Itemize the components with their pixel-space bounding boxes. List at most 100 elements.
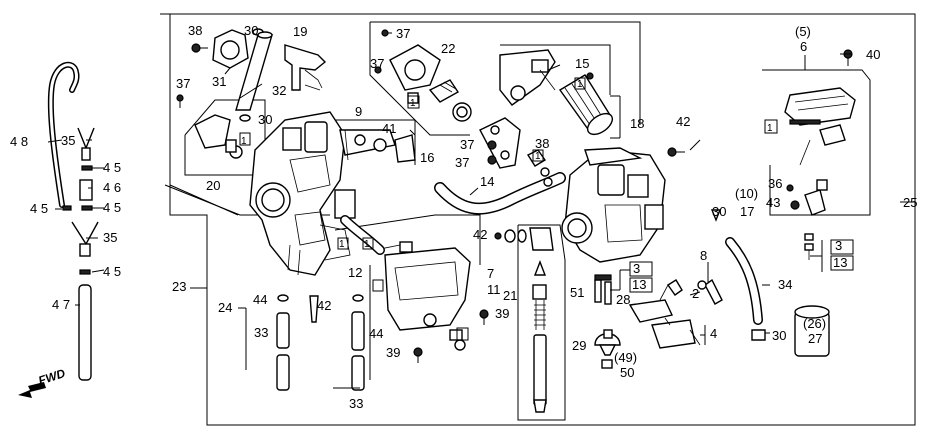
- label-15: 15: [575, 56, 589, 71]
- label-14: 14: [480, 174, 494, 189]
- screw-40: [843, 49, 853, 66]
- label-37c: 37: [370, 56, 384, 71]
- middle-small-parts: [479, 117, 550, 177]
- label-20: 20: [206, 178, 220, 193]
- bowl-27: [794, 233, 830, 357]
- label-1e: 1: [767, 123, 773, 134]
- label-12: 12: [348, 265, 362, 280]
- choke-diaphragm-parts: [374, 29, 472, 122]
- label-42: 42: [676, 114, 690, 129]
- label-38: 38: [188, 23, 202, 38]
- top-cover-6: [784, 87, 856, 166]
- label-30c: 30: [712, 204, 726, 219]
- label-42b: 42: [473, 227, 487, 242]
- label-17: 17: [740, 204, 754, 219]
- label-1d: 1: [577, 79, 583, 90]
- label-25: 25: [903, 195, 917, 210]
- label-44b: 44: [369, 326, 383, 341]
- label-34: 34: [778, 277, 792, 292]
- screws-39: [413, 309, 489, 363]
- left-top-parts: [176, 28, 327, 159]
- label-30d: 30: [772, 328, 786, 343]
- label-23: 23: [172, 279, 186, 294]
- float-4: [628, 299, 701, 349]
- small-parts-36-43: [786, 179, 828, 216]
- label-40: 40: [866, 47, 880, 62]
- fwd-label: FWD: [37, 366, 68, 388]
- label-37: 37: [176, 76, 190, 91]
- label-43: 43: [766, 195, 780, 210]
- overflow-hose-34: [710, 209, 766, 341]
- jet-needle-21: [532, 260, 547, 413]
- label-41: 41: [382, 121, 396, 136]
- label-18: 18: [630, 116, 644, 131]
- right-carburetor-body: [561, 147, 666, 263]
- label-24: 24: [218, 300, 232, 315]
- label-1a: 1: [241, 136, 247, 147]
- screw-42: [494, 147, 685, 251]
- label-33a: 33: [254, 325, 268, 340]
- label-10: (10): [735, 186, 758, 201]
- label-35a: 35: [61, 133, 75, 148]
- float-valve-29: [594, 329, 621, 369]
- label-51: 51: [570, 285, 584, 300]
- label-29: 29: [572, 338, 586, 353]
- label-45c: 4 5: [30, 201, 48, 216]
- left-carburetor-body: [249, 111, 356, 276]
- label-37e: 37: [455, 155, 469, 170]
- label-13a: 13: [833, 255, 847, 270]
- label-45d: 4 5: [103, 264, 121, 279]
- label-42c: 42: [317, 298, 331, 313]
- label-6: 6: [800, 39, 807, 54]
- label-45b: 4 5: [103, 200, 121, 215]
- label-9: 9: [355, 104, 362, 119]
- label-4: 4: [710, 326, 717, 341]
- label-39b: 39: [386, 345, 400, 360]
- label-1b: 1: [410, 98, 416, 109]
- leader-lines: [47, 32, 852, 389]
- label-3b: 3: [633, 261, 640, 276]
- label-16: 16: [420, 150, 434, 165]
- label-30b: 30: [258, 112, 272, 127]
- label-37b: 37: [396, 26, 410, 41]
- label-39: 39: [495, 306, 509, 321]
- label-48: 4 8: [10, 134, 28, 149]
- fuel-hose-14: [434, 172, 566, 215]
- label-1c: 1: [535, 151, 541, 162]
- vent-hose-assembly: [47, 61, 99, 381]
- label-21: 21: [503, 288, 517, 303]
- label-2: 2: [692, 286, 699, 301]
- label-5: (5): [795, 24, 811, 39]
- label-13b: 13: [632, 277, 646, 292]
- label-45a: 4 5: [103, 160, 121, 175]
- label-1g: 1: [364, 239, 370, 250]
- label-32: 32: [272, 83, 286, 98]
- label-19: 19: [293, 24, 307, 39]
- label-28: 28: [616, 292, 630, 307]
- label-47: 4 7: [52, 297, 70, 312]
- label-22: 22: [441, 41, 455, 56]
- left-drain-tubes: [276, 294, 365, 391]
- label-31: 31: [212, 74, 226, 89]
- throttle-linkage: [339, 129, 416, 163]
- label-36: 36: [768, 176, 782, 191]
- main-jets: [594, 274, 612, 305]
- label-3a: 3: [835, 238, 842, 253]
- float-chamber: [374, 241, 471, 331]
- part-labels: 38 30 19 31 32 37 30 1 20 9 41 16 37 37 …: [10, 23, 917, 411]
- label-27: 27: [808, 331, 822, 346]
- label-26: (26): [803, 316, 826, 331]
- label-38b: 38: [535, 136, 549, 151]
- adjust-screws-8: [659, 278, 723, 305]
- label-7: 7: [487, 266, 494, 281]
- label-1f: 1: [339, 239, 345, 250]
- label-boxes: [239, 77, 854, 341]
- label-37d: 37: [460, 137, 474, 152]
- label-33b: 33: [349, 396, 363, 411]
- label-50: 50: [620, 365, 634, 380]
- label-11: 11: [487, 282, 501, 297]
- vacuum-piston-assembly: [499, 49, 614, 136]
- assembly-border-lines: [160, 13, 916, 426]
- label-44a: 44: [253, 292, 267, 307]
